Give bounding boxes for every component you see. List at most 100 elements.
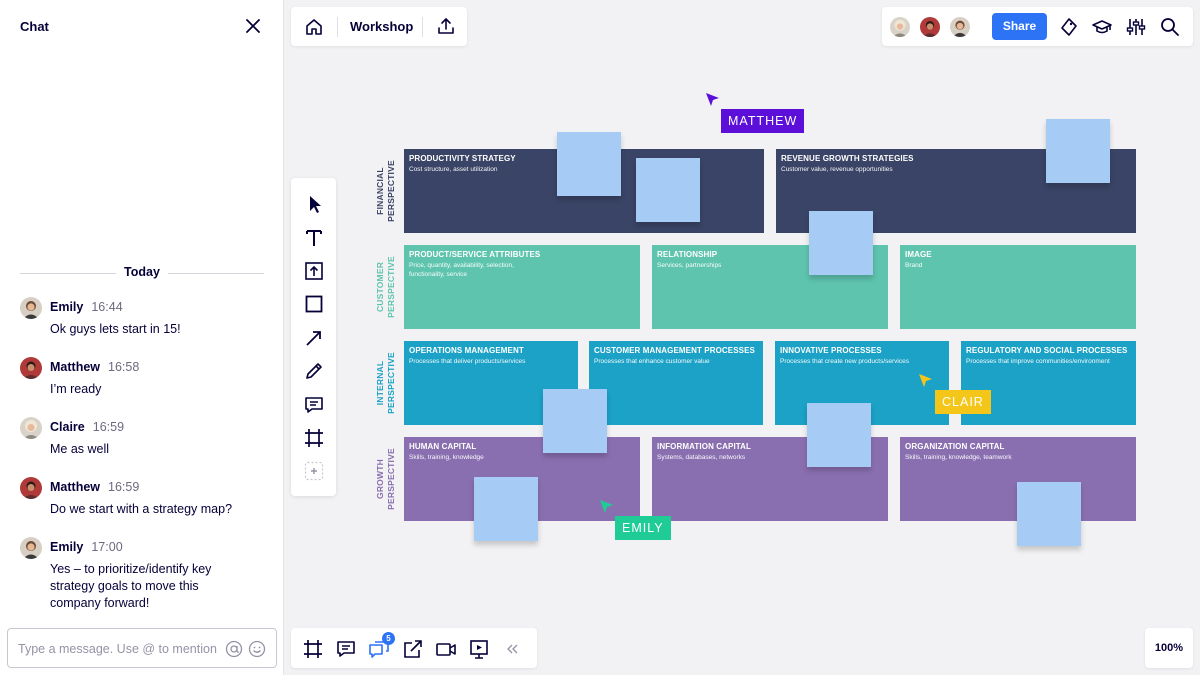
card-description: Customer value, revenue opportunities [781, 166, 893, 173]
card-title: Revenue Growth Strategies [781, 154, 914, 163]
home-icon[interactable] [304, 17, 324, 37]
search-icon[interactable] [1159, 16, 1181, 38]
card-title: Relationship [657, 250, 718, 259]
chat-message-input[interactable] [18, 639, 218, 659]
comment-tool-icon[interactable] [303, 394, 325, 416]
card-title: Product/Service Attributes [409, 250, 541, 259]
at-icon[interactable] [225, 640, 243, 658]
card-title: Innovative Processes [780, 346, 882, 355]
avatar [20, 357, 42, 379]
sticky-note[interactable] [809, 211, 873, 275]
board-name[interactable]: Workshop [350, 19, 414, 34]
board-header: Workshop [291, 7, 467, 46]
frames-icon[interactable] [302, 638, 324, 660]
card-title: Operations Management [409, 346, 524, 355]
collaborator-cursor-icon [600, 500, 613, 513]
share-button[interactable]: Share [992, 13, 1047, 40]
comments-icon[interactable] [335, 638, 357, 660]
card-description: Processes that create new products/servi… [780, 358, 909, 365]
collaborator-cursor-icon [919, 374, 932, 387]
collaboration-bar: Share [882, 7, 1193, 46]
collaborator-cursor-icon [706, 93, 719, 106]
card-description: Services, partnerships [657, 262, 722, 269]
emoji-icon[interactable] [248, 640, 266, 658]
card-description: Price, quantity, availability, selection… [409, 262, 514, 278]
message-text: I’m ready [50, 382, 102, 396]
collaborator-avatar[interactable] [918, 15, 942, 39]
presentation-icon[interactable] [468, 638, 490, 660]
chat-input-box [7, 628, 277, 668]
separator [422, 17, 423, 37]
settings-sliders-icon[interactable] [1125, 16, 1147, 38]
pen-tool-icon[interactable] [303, 360, 325, 382]
card-title: Productivity Strategy [409, 154, 516, 163]
upload-frame-icon[interactable] [303, 260, 325, 282]
avatar [20, 417, 42, 439]
zoom-level[interactable]: 100% [1145, 628, 1193, 668]
strategy-card[interactable]: Image Brand [900, 245, 1136, 329]
message-author: Claire [50, 420, 85, 434]
sticky-note[interactable] [1046, 119, 1110, 183]
separator [337, 17, 338, 37]
strategy-card[interactable]: Operations Management Processes that del… [404, 341, 578, 425]
shape-tool-icon[interactable] [303, 293, 325, 315]
strategy-card[interactable]: Customer Management Processes Processes … [589, 341, 763, 425]
chat-notification-badge: 5 [382, 632, 395, 645]
collapse-icon[interactable] [503, 640, 521, 658]
perspective-label-customer: Customer Perspective [375, 256, 396, 318]
card-description: Processes that deliver products/services [409, 358, 526, 365]
card-title: Human Capital [409, 442, 477, 451]
text-tool-icon[interactable] [303, 227, 325, 249]
message-text: Yes – to prioritize/identify key strateg… [50, 562, 212, 610]
learning-icon[interactable] [1091, 16, 1113, 38]
message-text: Ok guys lets start in 15! [50, 322, 181, 336]
message-time: 16:59 [108, 480, 140, 494]
close-icon[interactable] [244, 17, 262, 35]
card-description: Systems, databases, networks [657, 454, 746, 461]
card-description: Skills, training, knowledge [409, 454, 484, 461]
card-description: Processes that enhance customer value [594, 358, 710, 365]
sticky-note[interactable] [807, 403, 871, 467]
message-time: 16:59 [92, 420, 125, 434]
frame-tool-icon[interactable] [303, 427, 325, 449]
creation-toolbar [291, 178, 336, 496]
chat-icon[interactable] [368, 638, 390, 660]
collaborator-avatar[interactable] [948, 15, 972, 39]
message-author: Emily [50, 300, 84, 314]
video-call-icon[interactable] [435, 638, 457, 660]
message-author: Emily [50, 540, 84, 554]
perspective-label-internal: Internal Perspective [375, 352, 396, 414]
card-title: Image [905, 250, 932, 259]
perspective-label-growth: Growth Perspective [375, 448, 396, 510]
message-author: Matthew [50, 480, 100, 494]
sticky-note[interactable] [636, 158, 700, 222]
cursor-label-claire: CLAIR [935, 390, 991, 414]
upload-icon[interactable] [436, 16, 456, 36]
avatar [20, 297, 42, 319]
strategy-card[interactable]: Regulatory and Social Processes Processe… [961, 341, 1136, 425]
cursor-label-matthew: MATTHEW [721, 109, 805, 133]
chat-title: Chat [20, 19, 49, 34]
reaction-icon[interactable] [1058, 16, 1080, 38]
sticky-note[interactable] [474, 477, 538, 541]
collaborator-avatar[interactable] [888, 15, 912, 39]
screen-share-icon[interactable] [402, 638, 424, 660]
card-description: Skills, training, knowledge, teamwork [905, 454, 1012, 461]
message-time: 16:44 [91, 300, 123, 314]
sticky-note[interactable] [557, 132, 621, 196]
message-time: 16:58 [108, 360, 140, 374]
sticky-note[interactable] [1017, 482, 1081, 546]
sticky-note[interactable] [543, 389, 607, 453]
card-description: Processes that improve communities/envir… [966, 358, 1110, 365]
message-time: 17:00 [91, 540, 123, 554]
arrow-tool-icon[interactable] [303, 327, 325, 349]
strategy-card[interactable]: Product/Service Attributes Price, quanti… [404, 245, 640, 329]
select-cursor-icon[interactable] [303, 193, 325, 215]
message-text: Do we start with a strategy map? [50, 502, 233, 516]
bottom-toolbar: 5 [291, 628, 537, 668]
card-title: Customer Management Processes [594, 346, 755, 355]
avatar [20, 477, 42, 499]
more-tools-icon[interactable] [303, 460, 325, 482]
card-title: Information Capital [657, 442, 752, 451]
